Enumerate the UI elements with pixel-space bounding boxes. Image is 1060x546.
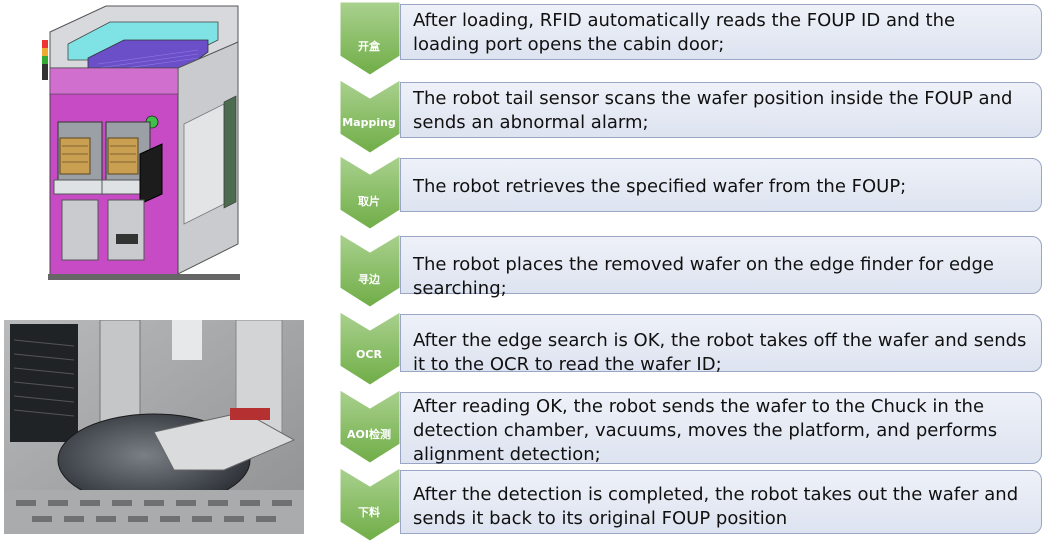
step-description: The robot retrieves the specified wafer …	[413, 176, 907, 197]
step-ocr: OCR After the edge search is OK, the rob…	[0, 312, 1060, 390]
step-label: 寻边	[358, 273, 380, 286]
step-description: After the detection is completed, the ro…	[413, 484, 1019, 529]
step-label: AOI检测	[347, 428, 391, 441]
step-description-box: After the detection is completed, the ro…	[400, 470, 1042, 534]
step-description: The robot places the removed wafer on th…	[413, 254, 994, 299]
step-mapping: Mapping The robot tail sensor scans the …	[0, 80, 1060, 158]
step-label: 开盒	[358, 40, 380, 53]
aoi-machine-render	[28, 4, 260, 286]
step-take-wafer: 取片 The robot retrieves the specified waf…	[0, 156, 1060, 234]
step-label: Mapping	[342, 116, 396, 129]
wafer-inspection-photo	[4, 320, 304, 534]
step-description-box: After loading, RFID automatically reads …	[400, 4, 1042, 60]
step-label: 下料	[358, 506, 380, 519]
step-label: OCR	[356, 348, 382, 361]
step-label: 取片	[358, 195, 380, 208]
step-description-box: After the edge search is OK, the robot t…	[400, 314, 1042, 375]
step-description-box: After reading OK, the robot sends the wa…	[400, 392, 1042, 465]
step-description: After the edge search is OK, the robot t…	[413, 330, 1027, 375]
step-open-foup: 开盒 After loading, RFID automatically rea…	[0, 2, 1060, 80]
step-description: After reading OK, the robot sends the wa…	[413, 396, 998, 465]
step-description: After loading, RFID automatically reads …	[413, 10, 956, 55]
chevron-arrow-icon	[338, 2, 404, 76]
step-description-box: The robot tail sensor scans the wafer po…	[400, 82, 1042, 138]
step-aoi-inspection: AOI检测 After reading OK, the robot sends …	[0, 390, 1060, 468]
step-description-box: The robot places the removed wafer on th…	[400, 236, 1042, 299]
step-description-box: The robot retrieves the specified wafer …	[400, 158, 1042, 212]
step-description: The robot tail sensor scans the wafer po…	[413, 88, 1013, 133]
step-unload: 下料 After the detection is completed, the…	[0, 468, 1060, 546]
step-edge-finding: 寻边 The robot places the removed wafer on…	[0, 234, 1060, 312]
